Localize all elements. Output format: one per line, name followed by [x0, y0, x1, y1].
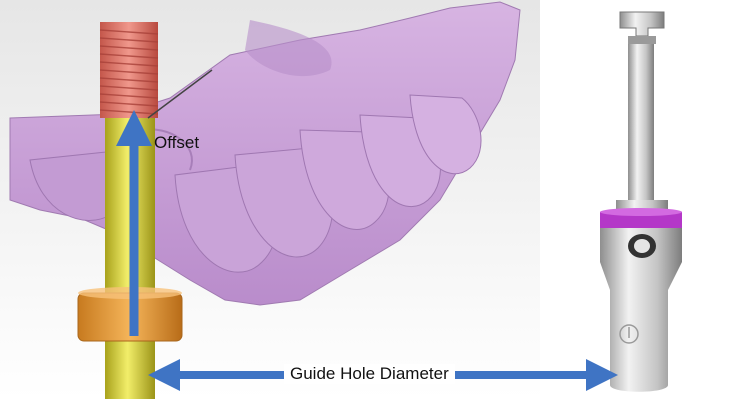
implant-thread — [100, 22, 158, 118]
drill-key-icon — [620, 12, 664, 36]
offset-label: Offset — [154, 133, 199, 153]
drill-image — [600, 12, 682, 392]
guide-hole-diameter-label: Guide Hole Diameter — [284, 364, 455, 384]
